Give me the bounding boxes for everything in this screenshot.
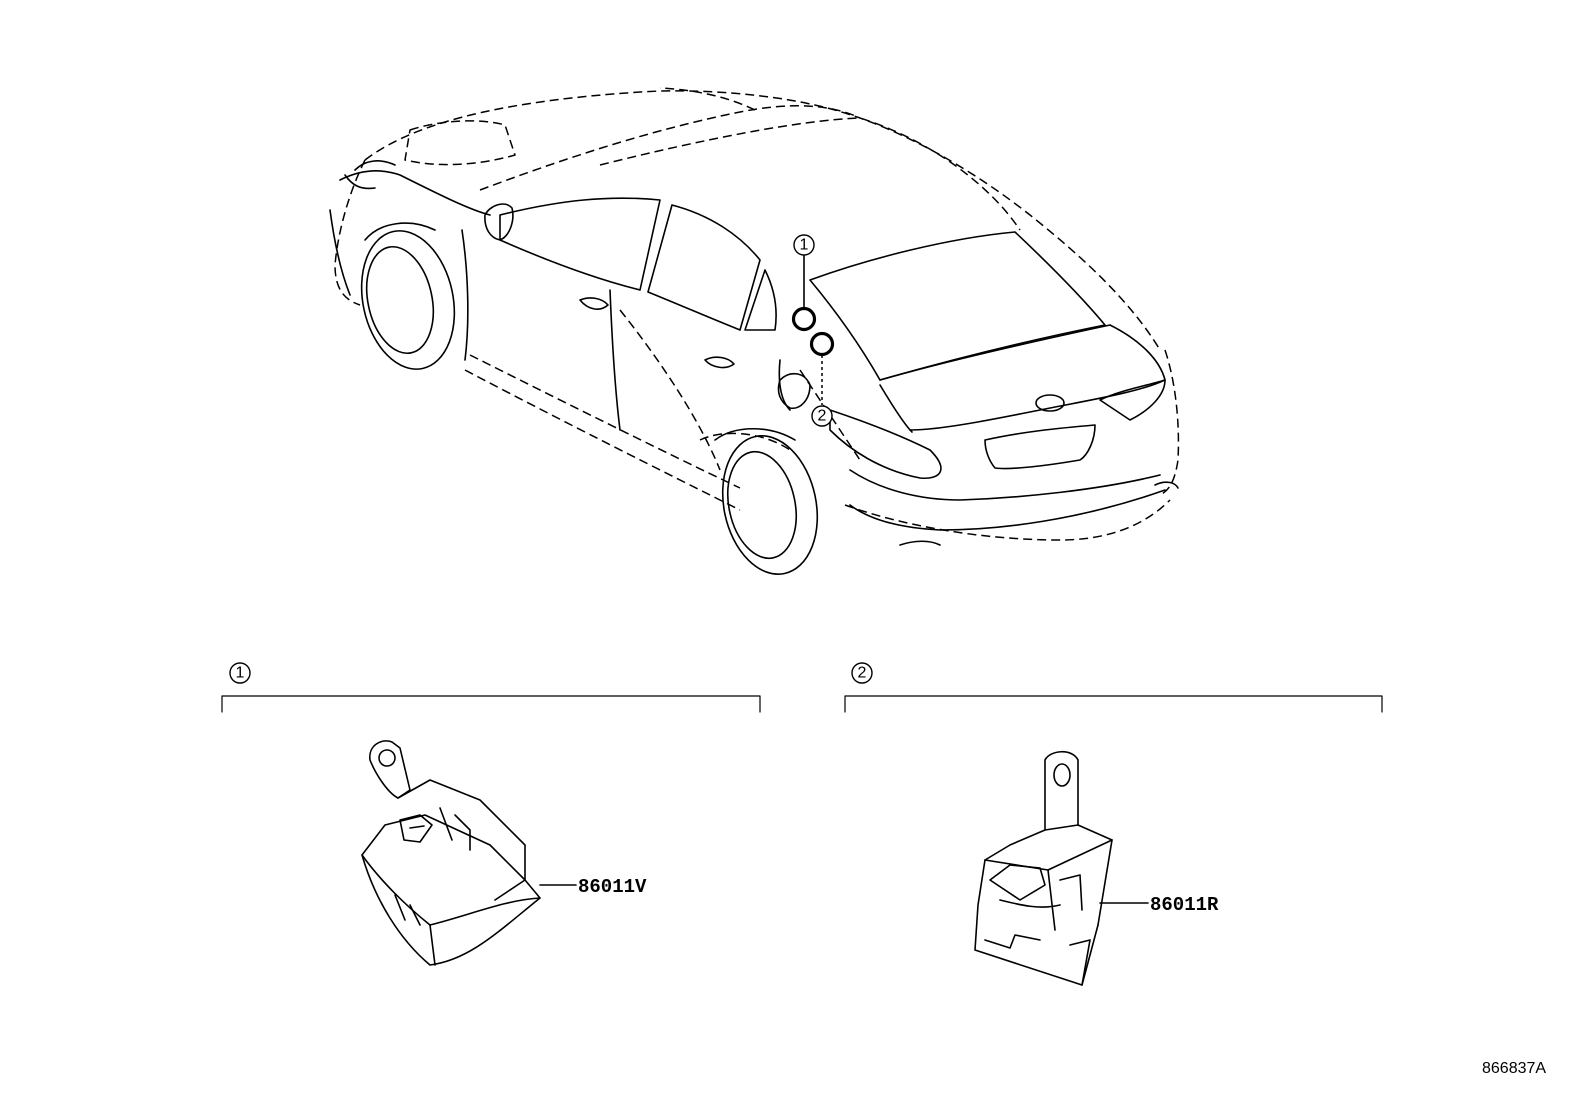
callout-2-number: 2	[818, 408, 827, 425]
group-1-number: 1	[236, 665, 245, 682]
part-number-86011r: 86011R	[1150, 894, 1219, 916]
group-2: 2 86011R	[844, 662, 1383, 986]
callout-2-marker: 2	[809, 331, 835, 427]
group-1: 1 86011V	[221, 662, 761, 966]
illustration-id: 866837A	[1482, 1060, 1546, 1077]
part-number-86011v: 86011V	[578, 876, 647, 898]
part-86011r-illustration	[974, 750, 1149, 986]
vehicle-illustration	[329, 87, 1180, 575]
group-2-number: 2	[858, 665, 867, 682]
callout-1-marker: 1	[791, 234, 817, 332]
part-86011v-illustration	[361, 740, 577, 966]
callout-1-number: 1	[800, 237, 809, 254]
